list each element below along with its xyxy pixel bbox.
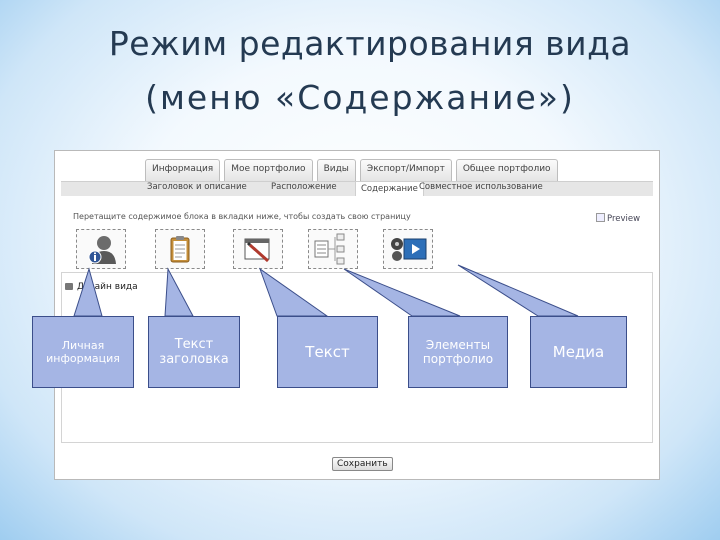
- callout-text: Текст: [277, 316, 378, 388]
- portfolio-tree-icon: [314, 233, 345, 265]
- subtab-content[interactable]: Содержание: [355, 181, 424, 196]
- subtab-layout[interactable]: Расположение: [271, 182, 337, 192]
- lock-icon: [65, 283, 73, 290]
- tab-shared-portfolio[interactable]: Общее портфолио: [455, 159, 558, 182]
- preview-label: Preview: [607, 214, 641, 224]
- design-heading: Дизайн вида: [65, 282, 138, 292]
- block-text[interactable]: [233, 229, 283, 269]
- top-tab-bar: Информация Мое портфолио Виды Экспорт/Им…: [145, 159, 562, 182]
- preview-link[interactable]: Preview: [596, 213, 640, 224]
- block-media[interactable]: [383, 229, 433, 269]
- callout-title-text: Текст заголовка: [148, 316, 240, 388]
- tab-my-portfolio[interactable]: Мое портфолио: [224, 159, 313, 182]
- screenshot-panel: Информация Мое портфолио Виды Экспорт/Им…: [54, 150, 660, 480]
- block-personal-info[interactable]: [76, 229, 126, 269]
- callout-portfolio-items: Элементы портфолио: [408, 316, 508, 388]
- media-icon: [391, 238, 427, 261]
- instruction-text: Перетащите содержимое блока в вкладки ни…: [73, 212, 411, 221]
- slide-title-line1: Режим редактирования вида: [108, 24, 632, 63]
- save-button[interactable]: Сохранить: [332, 457, 393, 471]
- clipboard-icon: [170, 236, 190, 263]
- block-portfolio-items[interactable]: [308, 229, 358, 269]
- subtab-sharing[interactable]: Совместное использование: [419, 182, 543, 192]
- tab-information[interactable]: Информация: [145, 159, 221, 182]
- broken-image-icon: [596, 213, 605, 222]
- personal-info-icon: [88, 236, 116, 264]
- tab-views[interactable]: Виды: [316, 159, 356, 182]
- tab-export-import[interactable]: Экспорт/Импорт: [359, 159, 452, 182]
- design-label: Дизайн вида: [77, 282, 138, 292]
- slide-title-line2: (меню «Содержание»): [145, 78, 575, 117]
- callout-personal-info: Личная информация: [32, 316, 134, 388]
- text-edit-icon: [244, 238, 270, 263]
- callout-media: Медиа: [530, 316, 627, 388]
- subtab-title-description[interactable]: Заголовок и описание: [147, 182, 247, 192]
- block-title-text[interactable]: [155, 229, 205, 269]
